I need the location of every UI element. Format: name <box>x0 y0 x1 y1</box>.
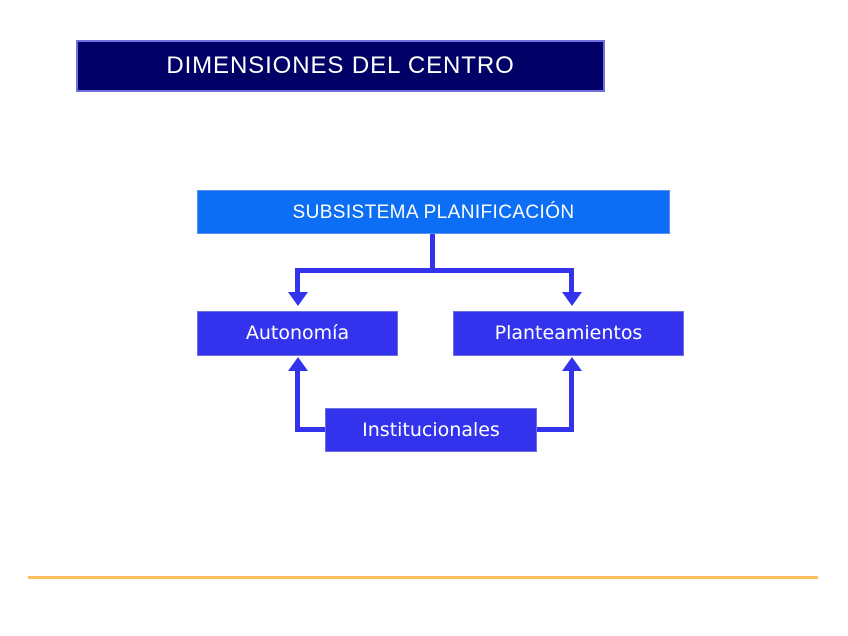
diagram-node-subsistema-planificacion: SUBSISTEMA PLANIFICACIÓN <box>197 190 670 234</box>
arrowhead-up-planteamientos <box>562 357 582 371</box>
footer-divider-rule <box>28 576 818 579</box>
connector-institucionales-left-vertical <box>295 371 300 432</box>
connector-root-trunk <box>430 234 435 272</box>
connector-root-crossbar <box>295 268 574 273</box>
arrowhead-up-autonomia <box>288 357 308 371</box>
connector-institucionales-left-horizontal <box>295 427 327 432</box>
diagram-node-label: Autonomía <box>245 322 350 344</box>
arrowhead-down-autonomia <box>288 292 308 306</box>
slide-title-banner: DIMENSIONES DEL CENTRO <box>76 40 605 92</box>
connector-drop-planteamientos <box>569 268 574 294</box>
page-title: DIMENSIONES DEL CENTRO <box>166 52 515 79</box>
diagram-node-autonomia: Autonomía <box>197 311 398 356</box>
diagram-node-label: Planteamientos <box>494 322 643 344</box>
diagram-node-planteamientos: Planteamientos <box>453 311 684 356</box>
diagram-node-label: Institucionales <box>362 418 500 441</box>
connector-institucionales-right-horizontal <box>535 427 574 432</box>
arrowhead-down-planteamientos <box>562 292 582 306</box>
diagram-node-label: SUBSISTEMA PLANIFICACIÓN <box>292 201 575 223</box>
connector-drop-autonomia <box>295 268 300 294</box>
diagram-node-institucionales: Institucionales <box>325 408 537 452</box>
connector-institucionales-right-vertical <box>569 371 574 432</box>
